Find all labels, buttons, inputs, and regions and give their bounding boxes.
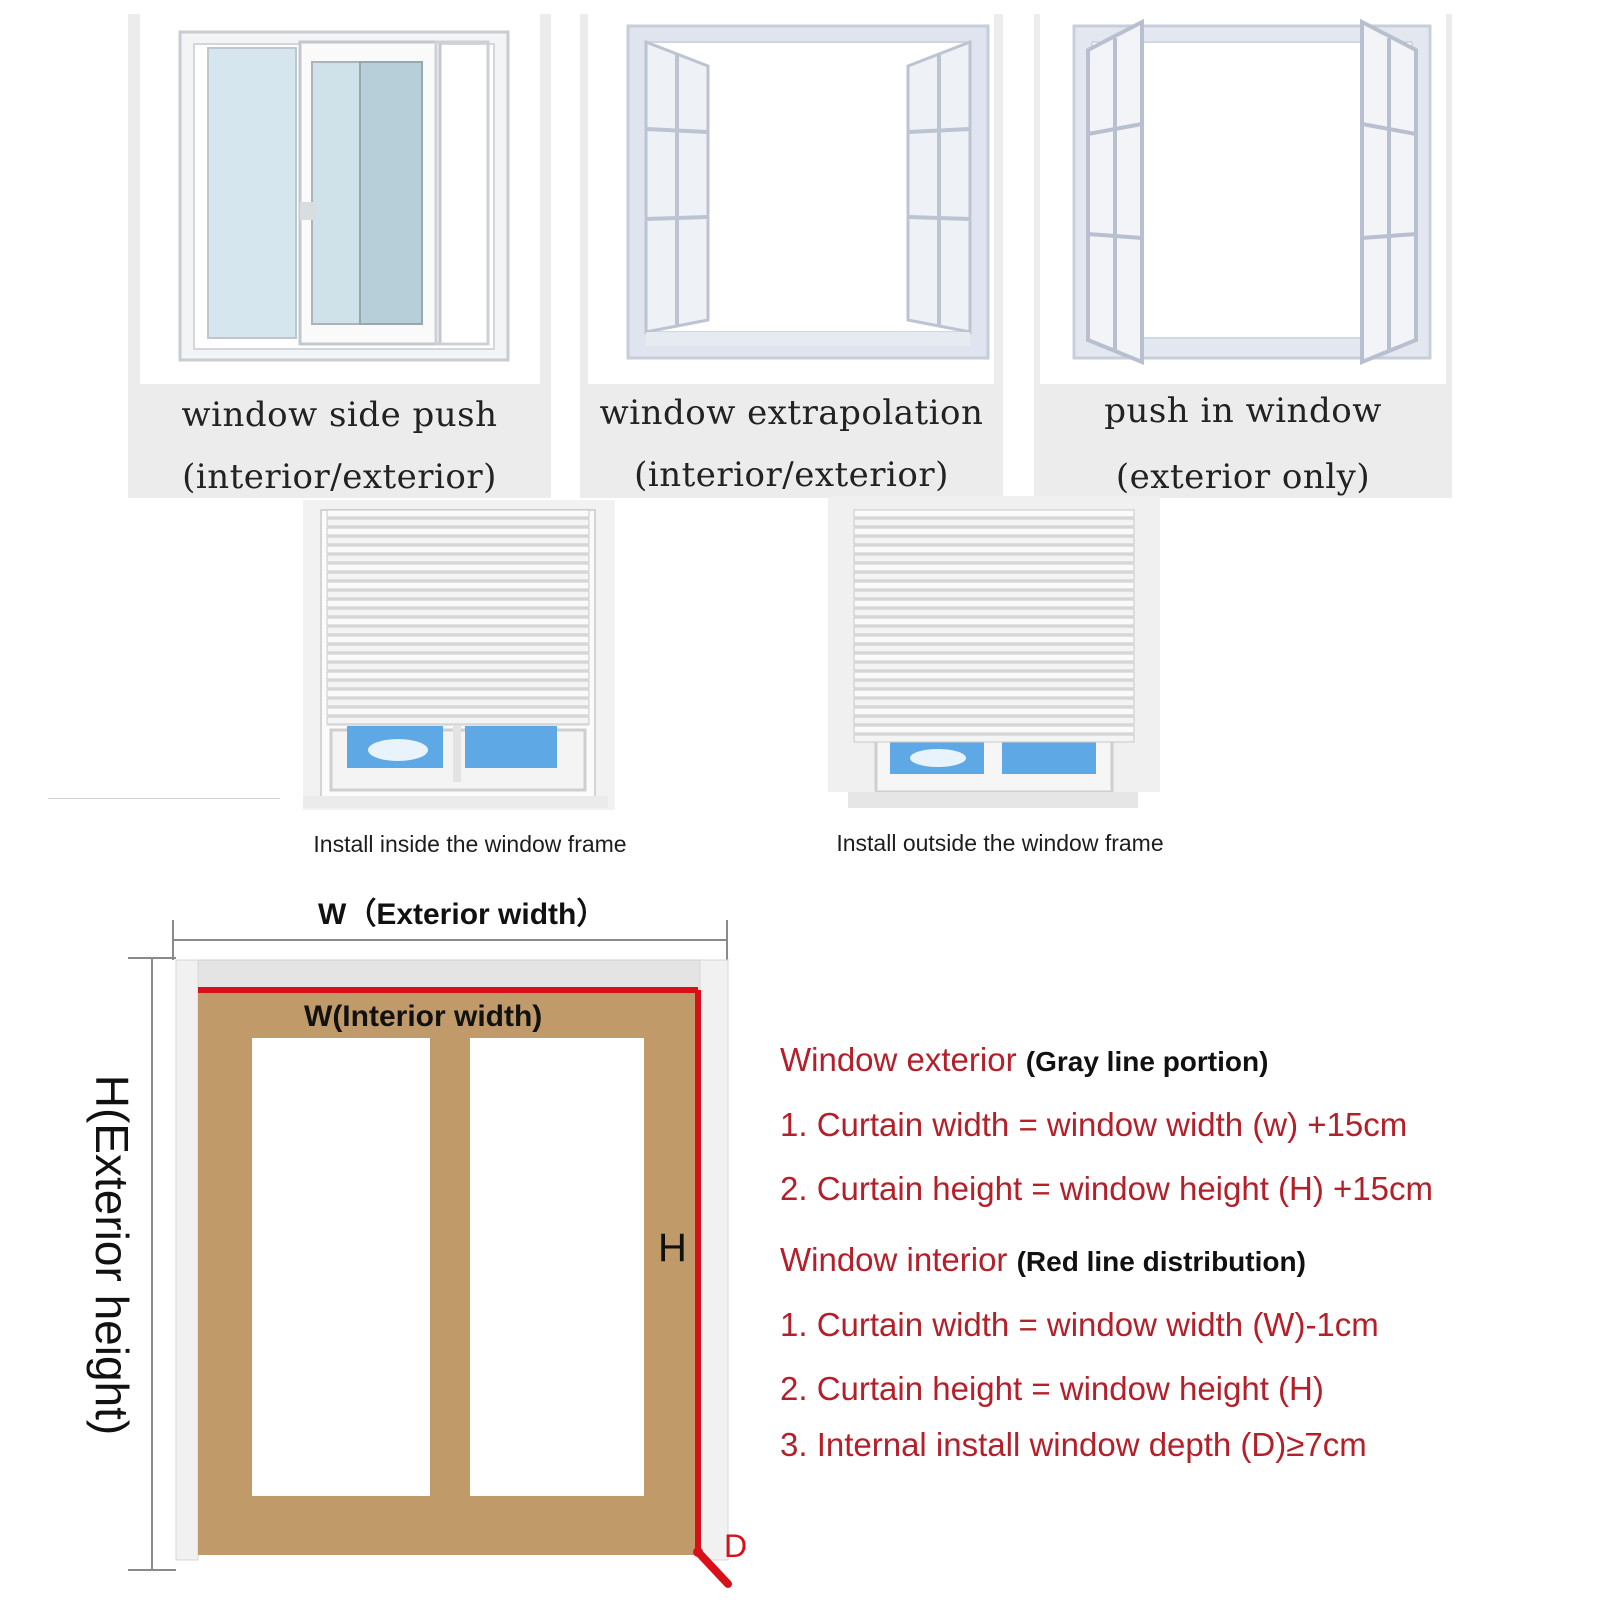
blind-slat xyxy=(326,563,590,572)
blind-slat xyxy=(853,599,1135,608)
window-type-panel-side-push: window side push (interior/exterior) xyxy=(128,14,551,498)
blind-outside-frame-illustration xyxy=(828,496,1160,808)
blind-slat xyxy=(853,536,1135,545)
blind-slat xyxy=(853,626,1135,635)
blind-slat xyxy=(326,698,590,707)
window-pane-left xyxy=(252,1038,430,1496)
depth-line xyxy=(694,1548,732,1588)
sliding-window-illustration xyxy=(178,30,510,362)
window-type-label: window side push xyxy=(181,395,498,435)
blind-slat xyxy=(853,716,1135,725)
blind-slat xyxy=(853,527,1135,536)
blind-slat xyxy=(326,707,590,716)
blind-slat xyxy=(326,527,590,536)
blind-slat xyxy=(326,581,590,590)
blind-slat xyxy=(326,599,590,608)
window-type-sublabel: (interior/exterior) xyxy=(182,457,497,497)
blind-slat xyxy=(326,689,590,698)
blind-slat xyxy=(853,644,1135,653)
blind-slat xyxy=(326,662,590,671)
legend-rule: 1. Curtain width = window width (W)-1cm xyxy=(780,1306,1379,1343)
blind-slat xyxy=(326,608,590,617)
exterior-width-label: W（Exterior width） xyxy=(318,898,607,931)
blind-slat xyxy=(853,554,1135,563)
window-type-sublabel: (interior/exterior) xyxy=(634,455,949,495)
blind-slat xyxy=(853,581,1135,590)
blind-slat xyxy=(853,662,1135,671)
blind-slat xyxy=(326,626,590,635)
install-option-label: Install outside the window frame xyxy=(836,830,1164,856)
divider-line xyxy=(48,798,280,799)
install-option-label: Install inside the window frame xyxy=(313,831,627,857)
blind-slat xyxy=(853,671,1135,680)
blind-slat xyxy=(326,536,590,545)
blind-slats xyxy=(326,509,590,726)
blind-slat xyxy=(326,716,590,725)
legend-exterior-heading: Window exterior (Gray line portion) xyxy=(780,1043,1268,1076)
install-option-inside: Install inside the window frame xyxy=(0,500,800,890)
blind-slat xyxy=(326,572,590,581)
blind-slat xyxy=(326,680,590,689)
blind-slat xyxy=(853,518,1135,527)
blind-slat xyxy=(853,653,1135,662)
extrapolation-window-image xyxy=(588,14,994,384)
push-in-window-image xyxy=(1040,14,1446,384)
legend-rule: 3. Internal install window depth (D)≥7cm xyxy=(780,1426,1367,1463)
window-type-sublabel: (exterior only) xyxy=(1115,457,1371,497)
blind-slat xyxy=(326,590,590,599)
blind-inside-frame-illustration xyxy=(303,500,615,810)
measurement-diagram xyxy=(128,920,732,1588)
install-option-outside: Install outside the window frame xyxy=(800,496,1600,890)
blind-slat xyxy=(326,554,590,563)
blind-slat xyxy=(853,689,1135,698)
window-type-label: window extrapolation xyxy=(599,393,984,433)
blind-slat xyxy=(326,617,590,626)
blind-slat xyxy=(326,644,590,653)
depth-label: D xyxy=(724,1528,748,1564)
casement-in-window-illustration xyxy=(1072,18,1432,365)
blind-slats xyxy=(853,509,1135,743)
blind-slat xyxy=(326,518,590,527)
blind-slat xyxy=(326,671,590,680)
blind-slat xyxy=(853,707,1135,716)
window-type-panel-extrapolation: window extrapolation (interior/exterior) xyxy=(580,14,1003,498)
blind-slat xyxy=(853,725,1135,734)
blind-slat xyxy=(853,563,1135,572)
blind-slat xyxy=(326,653,590,662)
blind-slat xyxy=(853,608,1135,617)
blind-slat xyxy=(853,590,1135,599)
legend-interior-heading: Window interior (Red line distribution) xyxy=(780,1243,1306,1276)
blind-slat xyxy=(326,545,590,554)
blind-slat xyxy=(853,680,1135,689)
legend-interior-title: Window interior xyxy=(780,1241,1008,1278)
legend-exterior-title: Window exterior xyxy=(780,1041,1017,1078)
legend-rule: 2. Curtain height = window height (H) xyxy=(780,1370,1324,1407)
interior-height-label: H xyxy=(658,1226,687,1270)
interior-width-label: W(Interior width) xyxy=(304,1000,543,1033)
legend-rule: 2. Curtain height = window height (H) +1… xyxy=(780,1170,1434,1207)
blind-slat xyxy=(326,509,590,518)
blind-slat xyxy=(853,509,1135,518)
blind-slat xyxy=(853,545,1135,554)
window-type-panel-push-in: push in window (exterior only) xyxy=(1034,14,1452,498)
side-push-window-image xyxy=(140,14,540,384)
casement-out-window-illustration xyxy=(626,24,990,360)
window-type-label: push in window xyxy=(1104,391,1382,431)
legend-interior-note: (Red line distribution) xyxy=(1016,1246,1306,1277)
blind-slat xyxy=(326,635,590,644)
blind-slat xyxy=(853,617,1135,626)
blind-slat xyxy=(853,635,1135,644)
blind-slat xyxy=(853,572,1135,581)
legend-exterior-note: (Gray line portion) xyxy=(1025,1046,1269,1077)
blind-slat xyxy=(853,698,1135,707)
legend-rule: 1. Curtain width = window width (w) +15c… xyxy=(780,1106,1408,1143)
window-pane-right xyxy=(470,1038,644,1496)
blind-slat xyxy=(853,734,1135,743)
exterior-height-label: H(Exterior height) xyxy=(86,1074,138,1436)
